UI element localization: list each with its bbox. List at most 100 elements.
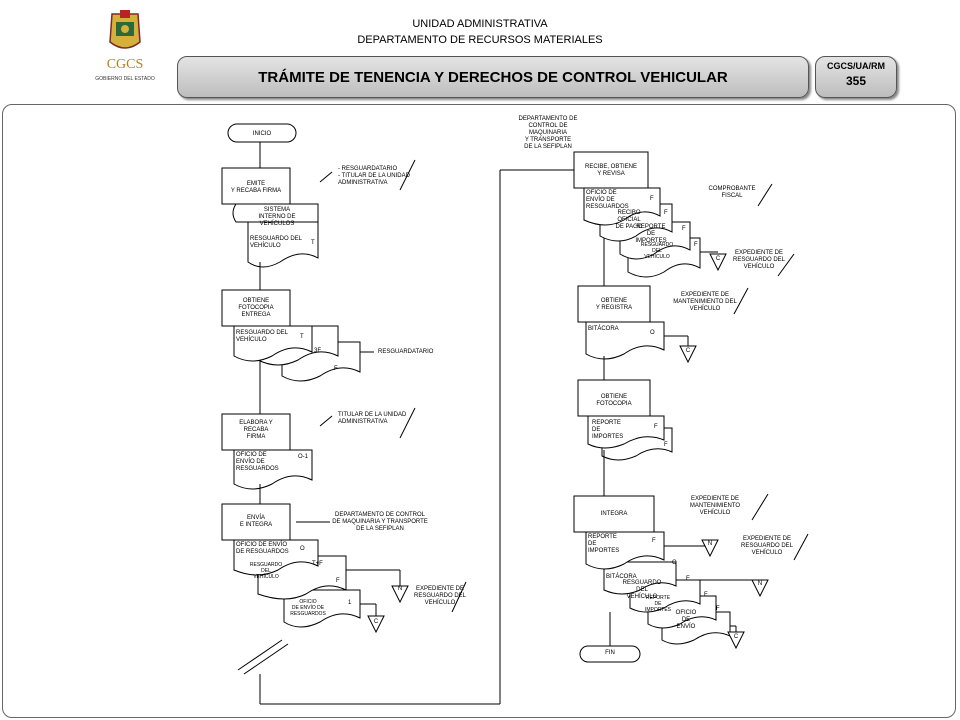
start-label: INICIO <box>252 131 272 137</box>
doc-code-t-2: T <box>300 334 304 340</box>
system-label: SISTEMA INTERNO DE VEHÍCULOS <box>258 207 296 227</box>
doc-oficio-recibido <box>583 187 661 226</box>
doc-code-f: F <box>334 366 338 372</box>
process-recibe-label: RECIBE, OBTIENE Y REVISA <box>584 164 637 177</box>
doc-code-f-r10: F <box>716 606 720 612</box>
process-fotocopia-label: OBTIENE FOTOCOPIA <box>596 394 632 407</box>
logo-acronym: CGCS <box>107 57 144 72</box>
doc-resguardo-3-label: RESGUARDO DEL VEHÍCULO <box>249 562 283 580</box>
doc-code-t: T <box>311 240 315 246</box>
doc-oficio-integra-label: OFICIO DE ENVÍO <box>675 610 697 630</box>
connector-c-left <box>367 615 385 634</box>
doc-code-o1: O-1 <box>298 454 309 460</box>
doc-code-f-r5: F <box>654 424 658 430</box>
connector-c-right-1 <box>709 253 727 272</box>
doc-code-o-r2: O <box>672 560 677 566</box>
doc-oficio-envio-2-label: OFICIO DE ENVÍO DE RESGUARDOS <box>290 599 326 617</box>
connector-n-right-2 <box>751 579 769 598</box>
diagram-frame <box>2 104 956 718</box>
doc-code-o: O <box>300 546 305 552</box>
process-obtiene-label: OBTIENE FOTOCOPIA ENTREGA <box>238 298 274 318</box>
doc-code-1: 1 <box>348 600 352 606</box>
page-title: TRÁMITE DE TENENCIA Y DERECHOS DE CONTRO… <box>177 56 809 98</box>
connector-n-right-1-label: N <box>707 541 713 547</box>
doc-resguardo-right-label: RESGUARDO DEL VEHÍCULO <box>640 242 674 260</box>
connector-c-left-label: C <box>373 619 379 625</box>
doc-reporte-integra-label: REPORTE DE IMPORTES <box>588 534 620 554</box>
doc-code-f-r8: F <box>686 576 690 582</box>
doc-bitacora-label: BITÁCORA <box>588 326 619 332</box>
start-terminal <box>227 123 297 143</box>
process-integra <box>573 495 655 533</box>
doc-reporte <box>587 415 665 449</box>
doc-resguardo-label: RESGUARDO DEL VEHÍCULO <box>250 236 303 249</box>
doc-resguardo-2 <box>233 325 313 362</box>
end-label: FIN <box>605 650 615 656</box>
connector-c-right-2 <box>679 345 697 364</box>
doc-code-o-r: O <box>650 330 655 336</box>
end-terminal <box>579 645 641 663</box>
file-mantenimiento-1: EXPEDIENTE DE MANTENIMIENTO DEL VEHÍCULO <box>673 292 737 312</box>
process-integra-label: INTEGRA <box>600 511 628 517</box>
process-envia <box>221 503 291 541</box>
process-elabora-label: ELABORA Y RECABA FIRMA <box>239 420 273 440</box>
doc-code-f-2: F <box>336 578 340 584</box>
doc-oficio-label: OFICIO DE ENVÍO DE RESGUARDOS <box>236 452 279 472</box>
note-resguardatario: - RESGUARDATARIO - TITULAR DE LA UNIDAD … <box>338 166 410 186</box>
file-resguardo-right-2: EXPEDIENTE DE RESGUARDO DEL VEHÍCULO <box>740 536 793 556</box>
doc-code-f-r2: F <box>664 210 668 216</box>
process-registra-label: OBTIENE Y REGISTRA <box>595 298 633 311</box>
process-envia-label: ENVÍA E INTEGRA <box>239 515 273 528</box>
doc-code-f-r9: F <box>704 592 708 598</box>
doc-reporte-integra-2-label: REPORTE DE IMPORTES <box>644 595 672 613</box>
connector-n-right-1 <box>701 539 719 558</box>
connector-c-right-2-label: C <box>685 348 691 354</box>
doc-code-f-r6: F <box>664 442 668 448</box>
logo-subtitle: GOBIERNO DEL ESTADO <box>95 76 155 82</box>
file-mantenimiento-2: EXPEDIENTE DE MANTENIMIENTO VEHÍCULO <box>689 496 741 516</box>
connector-n-left-label: N <box>397 586 403 592</box>
doc-code-f-r4: F <box>694 242 698 248</box>
department-label: DEPARTAMENTO DE RECURSOS MATERIALES <box>357 34 603 46</box>
doc-bitacora <box>585 321 665 360</box>
state-seal-logo: CGCS GOBIERNO DEL ESTADO <box>90 8 160 88</box>
process-elabora <box>221 413 291 451</box>
note-comprobante-fiscal: COMPROBANTE FISCAL <box>708 186 756 199</box>
doc-recibo-label: RECIBO OFICIAL DE PAGO <box>615 210 643 230</box>
doc-oficio-envio-label: OFICIO DE ENVÍO DE RESGUARDOS <box>236 542 289 555</box>
unit-label: UNIDAD ADMINISTRATIVA <box>412 18 548 30</box>
doc-reporte-fotocopia-label: REPORTE DE IMPORTES <box>592 420 624 440</box>
note-titular: TITULAR DE LA UNIDAD ADMINISTRATIVA <box>338 412 407 425</box>
doc-code-f-r3: F <box>682 226 686 232</box>
connector-c-right-3 <box>727 631 745 650</box>
doc-resguardo-2-label: RESGUARDO DEL VEHÍCULO <box>236 330 289 343</box>
connector-c-right-1-label: C <box>715 256 721 262</box>
doc-code-3f: 3F <box>314 348 322 354</box>
doc-oficio <box>233 449 313 490</box>
process-fotocopia <box>577 379 651 417</box>
code-label: CGCS/UA/RM <box>827 61 885 71</box>
process-recibe <box>573 151 649 189</box>
file-resguardo-right: EXPEDIENTE DE RESGUARDO DEL VEHÍCULO <box>732 250 785 270</box>
process-registra <box>577 285 651 323</box>
procedure-code-box: CGCS/UA/RM 355 <box>815 56 897 98</box>
doc-resguardo <box>247 221 319 268</box>
code-number: 355 <box>845 74 867 88</box>
doc-code-f-r7: F <box>652 538 656 544</box>
note-sefiplan: DEPARTAMENTO DE CONTROL DE MAQUINARIA Y … <box>332 512 428 532</box>
doc-reporte-importes-label: REPORTE DE IMPORTES <box>635 224 667 244</box>
doc-oficio-recibido-label: OFICIO DE ENVÍO DE RESGUARDOS <box>586 190 629 210</box>
department-sefiplan: DEPARTAMENTO DE CONTROL DE MAQUINARIA Y … <box>518 116 578 150</box>
connector-c-right-3-label: C <box>733 634 739 640</box>
doc-code-tf: T+F <box>312 561 323 567</box>
connector-n-left <box>391 585 409 604</box>
file-resguardo-left: EXPEDIENTE DE RESGUARDO DEL VEHÍCULO <box>413 586 466 606</box>
connector-n-right-2-label: N <box>757 581 763 587</box>
doc-code-f-r1: F <box>650 196 654 202</box>
doc-oficio-envio <box>233 539 319 576</box>
doc-bitacora-integra-label: BITÁCORA <box>606 574 637 580</box>
process-emite-label: EMITE Y RECABA FIRMA <box>230 181 282 194</box>
recipient-resguardatario: RESGUARDATARIO <box>378 349 434 355</box>
doc-resguardo-integra-label: RESGUARDO DEL VEHÍCULO <box>622 580 662 600</box>
